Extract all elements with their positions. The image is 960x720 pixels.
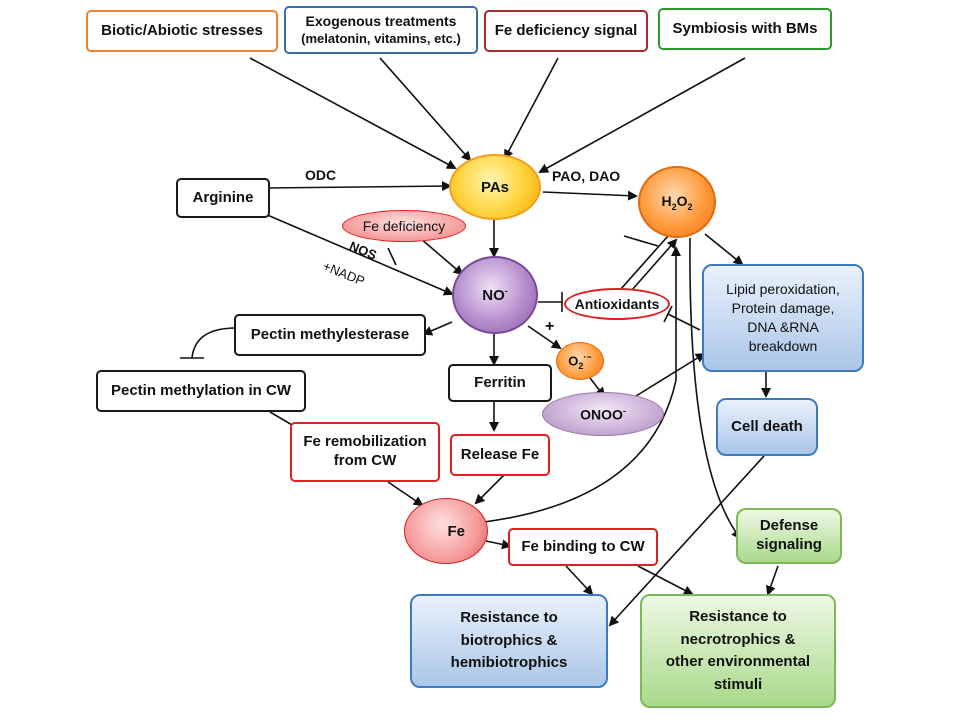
pao-dao-label: PAO, DAO: [552, 168, 621, 184]
arginine-box: Arginine: [176, 178, 270, 218]
box-label: Fe binding to CW: [521, 537, 645, 555]
box-label: Release Fe: [460, 445, 540, 463]
box-label-line1: Resistance to: [689, 608, 787, 625]
box-label: Biotic/Abiotic stresses: [101, 21, 263, 39]
box-label: Pectin methylesterase: [250, 325, 410, 343]
antioxidants-node: Antioxidants: [564, 288, 670, 320]
peroxynitrite-node: ONOO-: [542, 392, 664, 436]
fe-binding-box: Fe binding to CW: [508, 528, 658, 566]
superoxide-node: O2·−: [556, 342, 604, 380]
box-label-line1: Lipid peroxidation,: [726, 281, 840, 298]
box-label-line1: Fe remobilization: [303, 433, 427, 451]
cell-death-box: Cell death: [716, 398, 818, 456]
box-label: Arginine: [192, 188, 254, 206]
fe-deficiency-signal-box: Fe deficiency signal: [484, 10, 648, 52]
fe-deficiency-node: Fe deficiency: [342, 210, 466, 242]
box-label-line2: from CW: [333, 452, 397, 469]
box-label-line2: signaling: [756, 536, 822, 553]
plus-label: +: [545, 318, 555, 335]
h2o2-node: H2O2: [638, 166, 716, 238]
node-label: Fe deficiency: [362, 218, 446, 234]
odc-label: ODC: [305, 167, 337, 183]
box-label-line2: biotrophics &: [460, 631, 558, 649]
node-label: PAs: [480, 178, 510, 196]
pectin-methylesterase-box: Pectin methylesterase: [234, 314, 426, 356]
box-label: Pectin methylation in CW: [110, 381, 291, 399]
resistance-biotrophics-box: Resistance to biotrophics & hemibiotroph…: [410, 594, 608, 688]
pas-node: PAs: [449, 154, 541, 220]
box-label-line2: necrotrophics &: [680, 630, 796, 648]
box-label: Ferritin: [474, 373, 526, 391]
h2o2-label: H2O2: [661, 192, 693, 212]
box-label-line4: breakdown: [748, 337, 818, 354]
box-label-line1: Resistance to: [460, 609, 558, 627]
node-label: O2·−: [568, 351, 592, 371]
box-label-line2: Protein damage,: [731, 300, 835, 317]
box-label-line1: Defense: [759, 517, 819, 535]
box-label-line2: (melatonin, vitamins, etc.): [301, 30, 461, 46]
resistance-necrotrophics-box: Resistance to necrotrophics & other envi…: [640, 594, 836, 708]
box-label-line3: other environmental: [665, 653, 811, 670]
symbiosis-box: Symbiosis with BMs: [658, 8, 832, 50]
node-label: Fe: [447, 522, 465, 540]
fe-node: Fe: [404, 498, 488, 564]
box-label-line1: Exogenous treatments: [305, 13, 457, 30]
box-label: Cell death: [731, 417, 803, 435]
ferritin-box: Ferritin: [448, 364, 552, 402]
box-label-line3: hemibiotrophics: [450, 654, 568, 672]
exogenous-treatments-box: Exogenous treatments (melatonin, vitamin…: [284, 6, 478, 54]
pectin-methylation-box: Pectin methylation in CW: [96, 370, 306, 412]
box-label: Fe deficiency signal: [494, 21, 638, 39]
node-label: ONOO-: [580, 405, 626, 423]
biotic-abiotic-stresses-box: Biotic/Abiotic stresses: [86, 10, 278, 52]
oxidative-damage-box: Lipid peroxidation, Protein damage, DNA …: [702, 264, 864, 372]
fe-remobilization-box: Fe remobilization from CW: [290, 422, 440, 482]
box-label-line3: DNA &RNA: [747, 319, 819, 335]
box-label: Symbiosis with BMs: [672, 19, 818, 37]
node-label: NO-: [482, 286, 508, 304]
defense-signaling-box: Defense signaling: [736, 508, 842, 564]
no-node: NO-: [452, 256, 538, 334]
node-label: Antioxidants: [574, 296, 660, 312]
release-fe-box: Release Fe: [450, 434, 550, 476]
box-label-line4: stimuli: [713, 675, 763, 693]
